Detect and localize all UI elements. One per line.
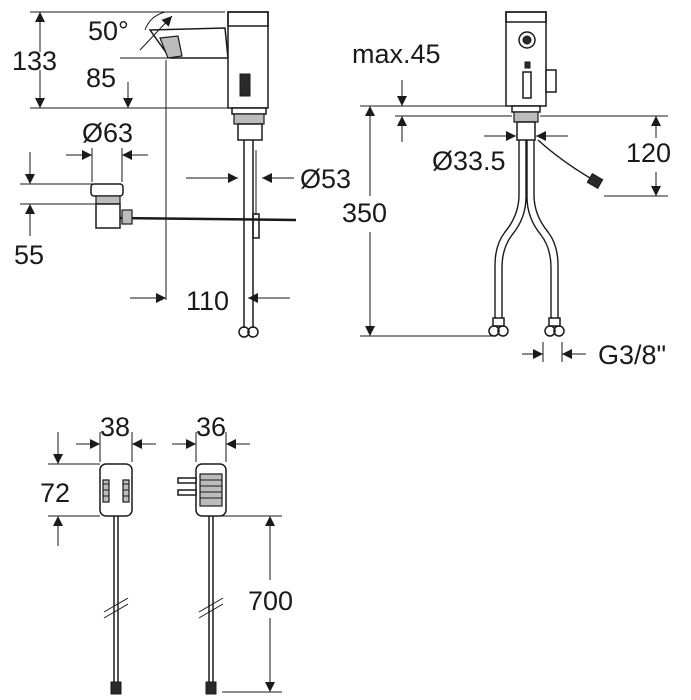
hose-fitting-left (492, 317, 505, 327)
faucet-front-view (488, 11, 604, 337)
adapter-side-grip (199, 473, 223, 507)
adapter-front-view (99, 463, 133, 695)
front-mount-nut (516, 121, 536, 141)
dim-33-label: Ø33.5 (432, 146, 506, 176)
side-break-mark-1 (198, 597, 224, 613)
dim-55-label: 55 (14, 240, 44, 270)
hose-left-outer (494, 140, 520, 318)
dim-angle-label: 50° (88, 16, 129, 46)
dim-36-label: 36 (196, 412, 226, 442)
drain-assembly (90, 183, 133, 229)
hose-end-right-b (553, 325, 565, 337)
sensor-window (239, 73, 251, 97)
break-mark-2 (103, 603, 129, 619)
drain-ring (95, 195, 121, 205)
dim-63-label: Ø63 (82, 118, 133, 148)
dim-350-label: 350 (342, 198, 387, 228)
adapter-front-body (99, 463, 133, 517)
faucet-base (231, 107, 267, 115)
front-indicator (524, 61, 531, 69)
dim-700-label: 700 (248, 586, 293, 616)
mounting-nut (237, 123, 263, 141)
hose-left-inner (501, 140, 527, 318)
drain-plug-head (90, 183, 124, 197)
cable-clip (252, 213, 260, 239)
side-break-mark-2 (198, 603, 224, 619)
adapter-side-plug-end (205, 681, 217, 695)
dim-38-label: 38 (100, 412, 130, 442)
cable-connector (586, 172, 604, 190)
hose-right-inner (526, 140, 552, 318)
side-lever (545, 69, 557, 93)
front-top-cap (505, 11, 547, 23)
countertop-line (119, 216, 297, 222)
drain-rod-connector (121, 209, 133, 225)
spout-aerator (159, 35, 183, 59)
break-mark-1 (103, 597, 129, 613)
dim-max45-label: max.45 (352, 39, 441, 69)
adapter-plug-end (110, 681, 122, 695)
adapter-front-grip-left (102, 479, 110, 503)
drain-body (95, 203, 121, 229)
dim-72-label: 72 (40, 478, 70, 508)
pipe-end-left (238, 326, 250, 338)
front-mount-ring (513, 111, 539, 123)
faucet-top-cap (227, 11, 269, 27)
sensor-cable (537, 139, 591, 179)
dimensions-view-1: 133 85 50° Ø63 55 Ø53 110 (12, 11, 351, 316)
hose-end-right-a (544, 325, 556, 337)
hose-right-outer (533, 140, 559, 318)
plug-prong-bottom (177, 489, 197, 496)
angle-arc (144, 11, 166, 31)
dimensions-adapter: 38 36 72 700 (40, 412, 293, 693)
knob-center (522, 35, 532, 45)
hose-fitting-right (548, 317, 561, 327)
faucet-side-view (119, 11, 297, 338)
angle-arrow (139, 15, 173, 51)
dim-120-label: 120 (626, 138, 671, 168)
dim-133-label: 133 (12, 46, 57, 76)
adapter-front-grip-right (122, 479, 130, 503)
dim-85-label: 85 (86, 63, 116, 93)
dim-53-label: Ø53 (300, 164, 351, 194)
dim-110-label: 110 (186, 286, 229, 316)
pipe-end-right (247, 326, 259, 338)
front-sensor-window (522, 71, 532, 99)
mounting-ring (233, 113, 265, 125)
plug-prong-top (177, 477, 197, 484)
dim-g38-label: G3/8" (598, 340, 666, 370)
front-base (511, 105, 541, 113)
adapter-side-view (177, 463, 227, 695)
hose-end-left-b (497, 325, 509, 337)
dimensions-view-2: max.45 350 Ø33.5 120 G3/8" (342, 39, 671, 370)
